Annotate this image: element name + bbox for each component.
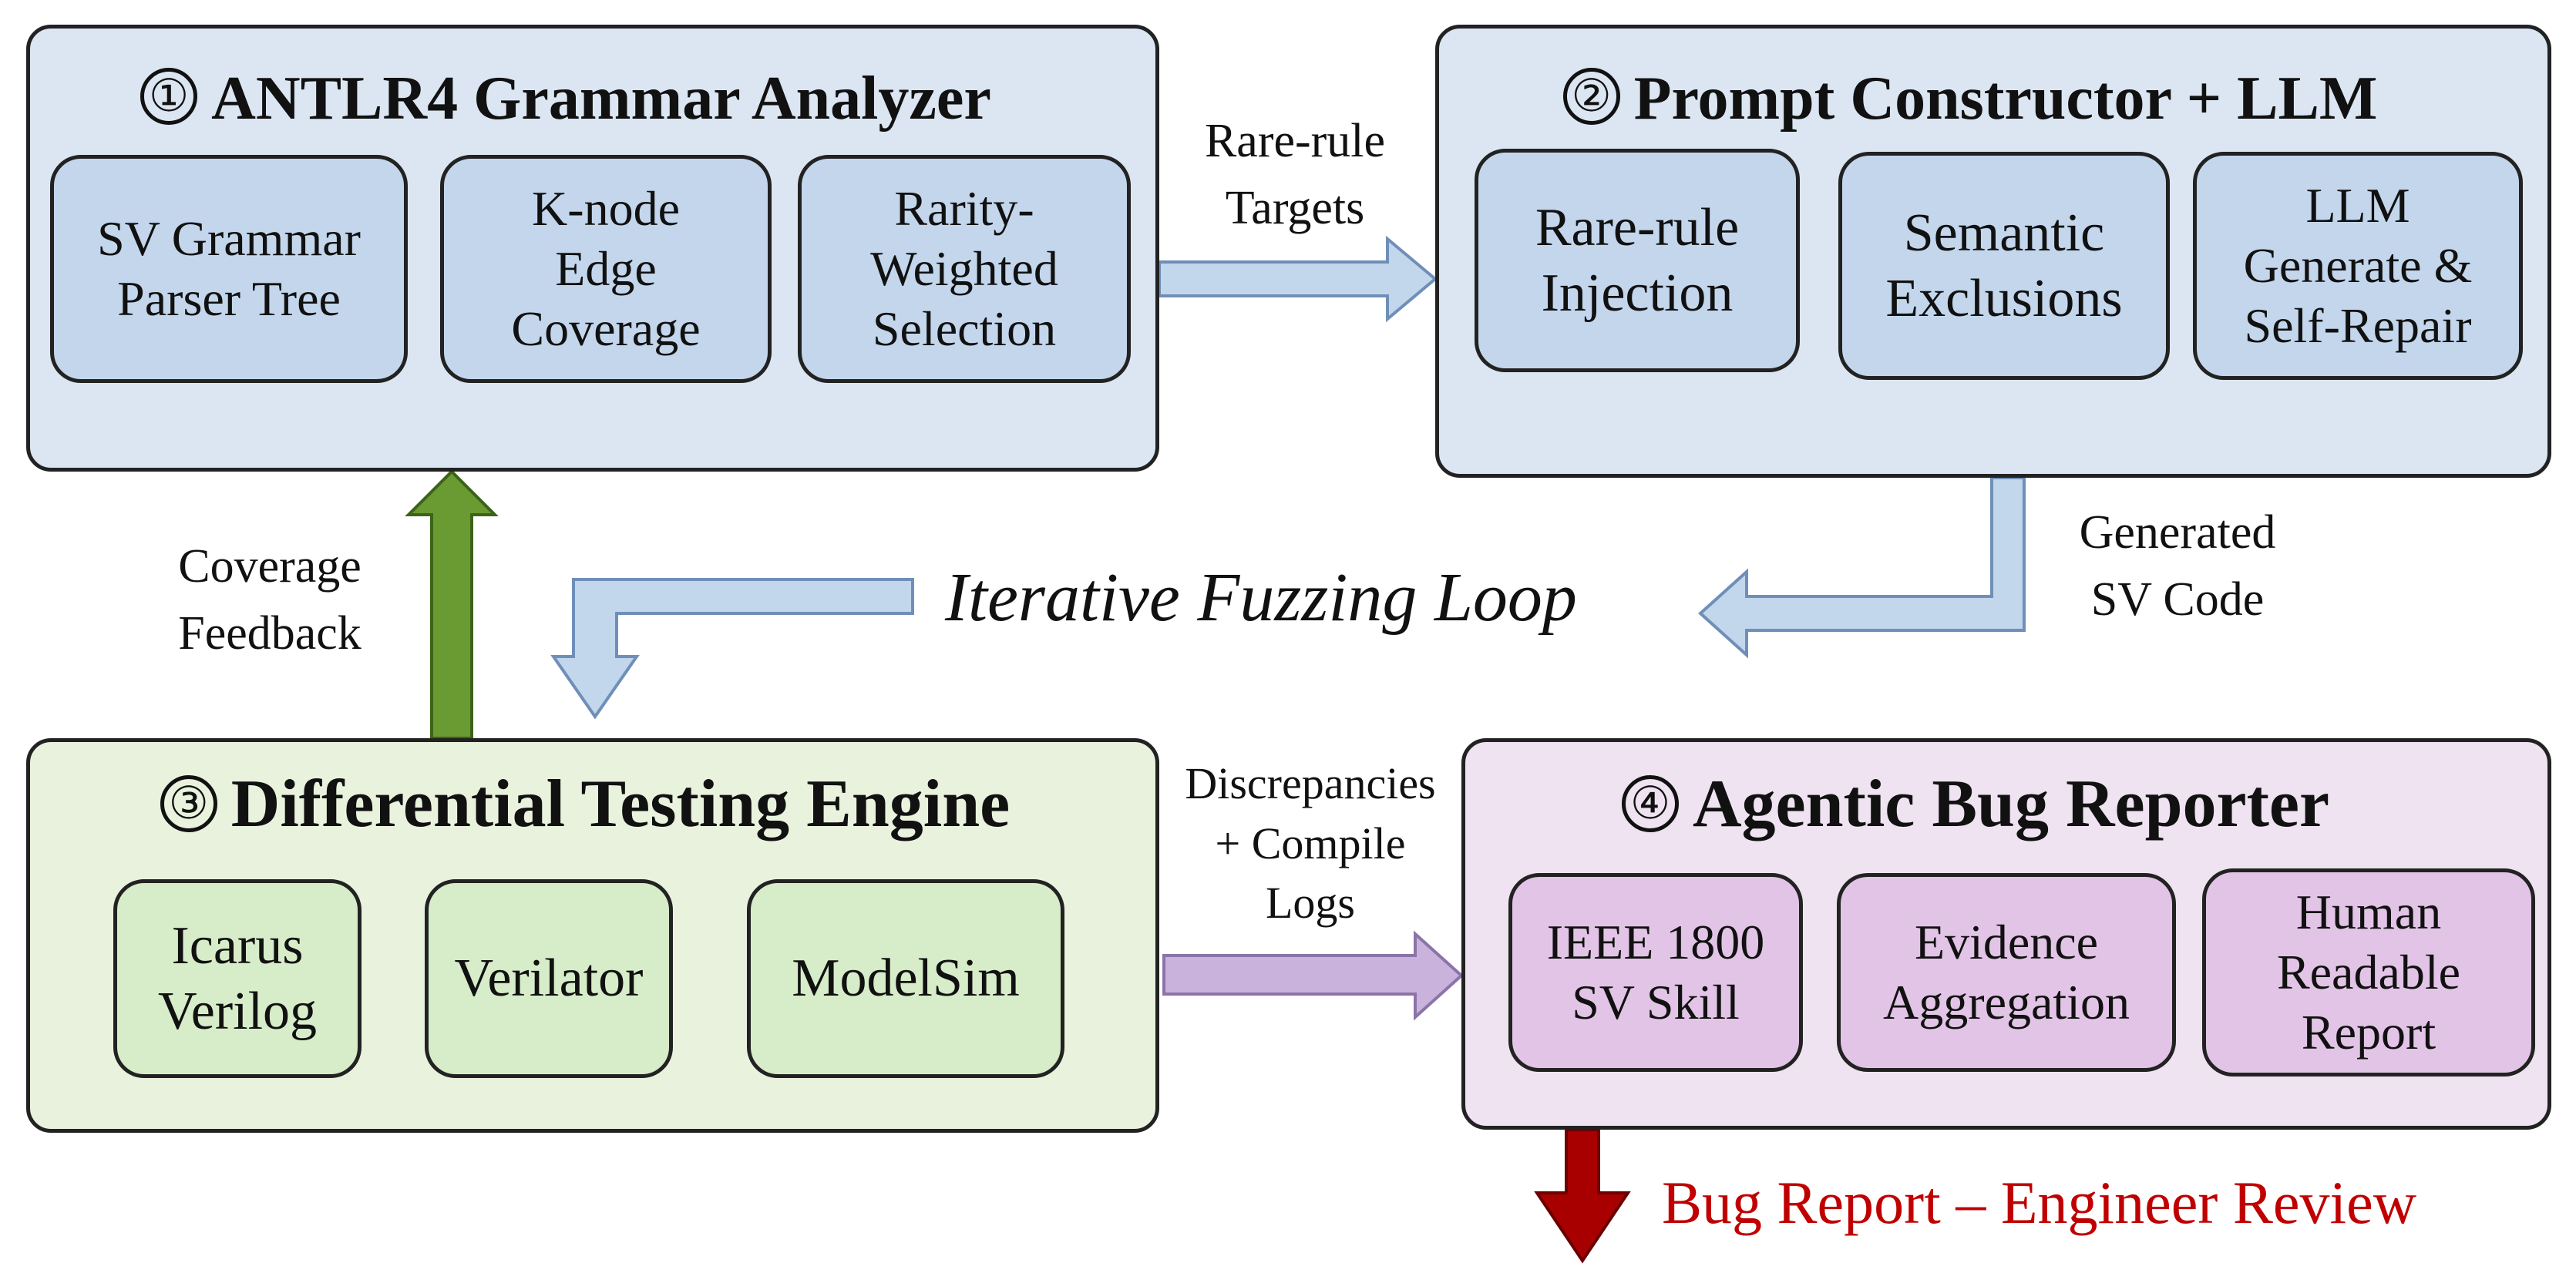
chip-label: ModelSim xyxy=(792,949,1020,1009)
arrow-discrepancies xyxy=(1162,930,1464,1021)
chip-label: SV Grammar Parser Tree xyxy=(97,210,361,326)
chip-llm-generate: LLM Generate & Self-Repair xyxy=(2193,152,2523,380)
chip-parser-tree: SV Grammar Parser Tree xyxy=(50,155,408,383)
chip-verilator: Verilator xyxy=(425,879,673,1078)
label-rare-rule-targets: Rare-rule Targets xyxy=(1204,115,1386,234)
chip-label: Rarity- Weighted Selection xyxy=(870,180,1058,357)
label-generated-code: Generated SV Code xyxy=(2079,506,2276,626)
chip-label: Human Readable Report xyxy=(2276,884,2461,1060)
label-coverage-feedback: Coverage Feedback xyxy=(178,540,362,660)
label-iterative-fuzzing-loop: Iterative Fuzzing Loop xyxy=(945,559,1577,636)
panel-title-text: ANTLR4 Grammar Analyzer xyxy=(211,65,991,133)
panel-title-text: Agentic Bug Reporter xyxy=(1692,767,2330,841)
panel-title-text: Prompt Constructor + LLM xyxy=(1633,65,2378,133)
arrow-bug-report xyxy=(1534,1128,1631,1264)
chip-readable-report: Human Readable Report xyxy=(2202,868,2535,1077)
chip-rare-rule-injection: Rare-rule Injection xyxy=(1475,149,1800,372)
step-number-badge: ② xyxy=(1562,68,1620,125)
chip-modelsim: ModelSim xyxy=(747,879,1064,1078)
arrow-loop-entry xyxy=(550,578,914,720)
arrow-rare-rule-targets xyxy=(1158,235,1438,323)
chip-evidence-aggregation: Evidence Aggregation xyxy=(1837,873,2176,1072)
panel-title-text: Differential Testing Engine xyxy=(230,767,1011,841)
step-number-badge: ① xyxy=(140,68,198,125)
chip-label: Verilator xyxy=(454,949,644,1009)
step-number-badge: ④ xyxy=(1621,775,1679,832)
chip-label: LLM Generate & Self-Repair xyxy=(2243,177,2473,354)
chip-edge-coverage: K-node Edge Coverage xyxy=(440,155,772,383)
arrow-coverage-feedback xyxy=(405,469,499,740)
chip-label: Rare-rule Injection xyxy=(1535,197,1740,323)
chip-label: Icarus Verilog xyxy=(157,915,318,1041)
chip-ieee-skill: IEEE 1800 SV Skill xyxy=(1508,873,1803,1072)
arrow-generated-code xyxy=(1698,476,2026,659)
label-bug-report: Bug Report – Engineer Review xyxy=(1662,1169,2417,1236)
chip-semantic-exclusions: Semantic Exclusions xyxy=(1838,152,2170,380)
chip-label: Evidence Aggregation xyxy=(1883,914,2130,1029)
chip-icarus-verilog: Icarus Verilog xyxy=(113,879,362,1078)
chip-label: IEEE 1800 SV Skill xyxy=(1546,914,1765,1029)
chip-label: K-node Edge Coverage xyxy=(511,180,701,357)
chip-rarity-selection: Rarity- Weighted Selection xyxy=(798,155,1131,383)
label-discrepancies: Discrepancies + Compile Logs xyxy=(1185,758,1436,929)
step-number-badge: ③ xyxy=(160,775,217,832)
chip-label: Semantic Exclusions xyxy=(1885,203,2123,328)
